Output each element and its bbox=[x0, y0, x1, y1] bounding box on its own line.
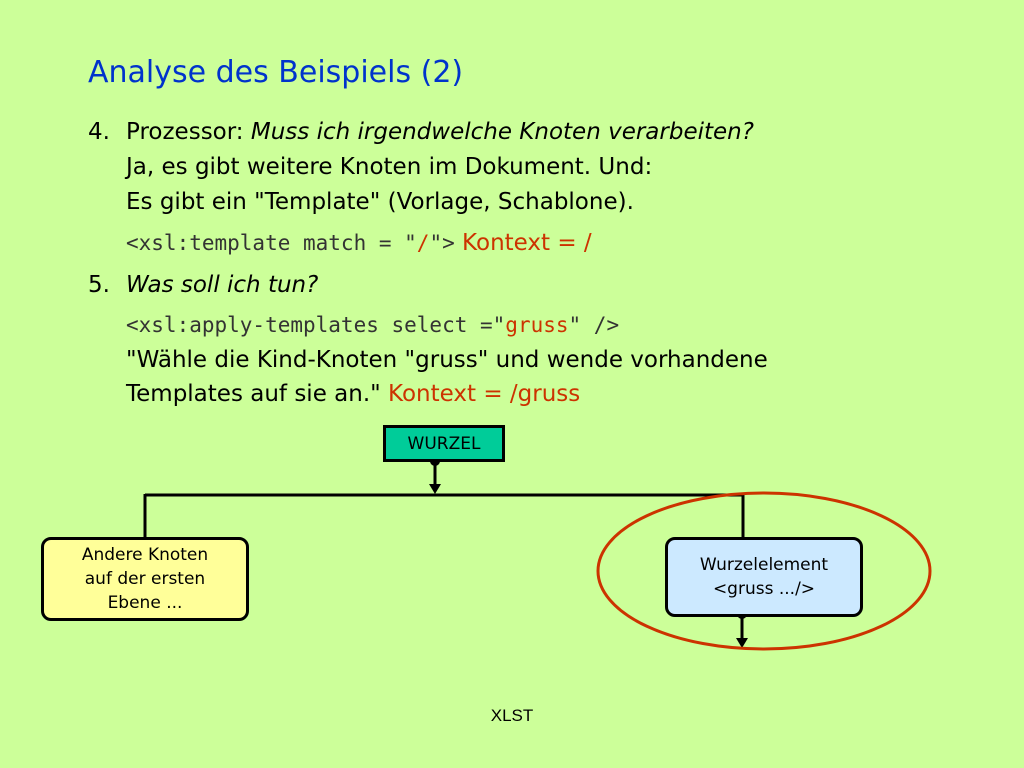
other-nodes-line-2: auf der ersten bbox=[84, 569, 206, 589]
element-connector-arrow bbox=[736, 638, 748, 648]
context-root: Kontext = / bbox=[454, 230, 592, 256]
code-apply-open: <xsl:apply-templates select =" bbox=[126, 313, 506, 337]
code-apply-select: gruss bbox=[505, 313, 569, 337]
other-nodes-line-3: Ebene ... bbox=[107, 593, 183, 613]
item-4-question: Muss ich irgendwelche Knoten verarbeiten… bbox=[250, 119, 754, 145]
item-5-explanation-1: "Wähle die Kind-Knoten "gruss" und wende… bbox=[126, 347, 768, 373]
root-element-line-1: Wurzelelement bbox=[699, 555, 829, 575]
item-5-question: Was soll ich tun? bbox=[126, 272, 319, 298]
root-connector-arrow bbox=[429, 484, 441, 494]
other-nodes-line-1: Andere Knoten bbox=[81, 545, 209, 565]
other-nodes-label: Andere Knoten auf der ersten Ebene ... bbox=[82, 543, 208, 615]
root-node-label: WURZEL bbox=[407, 433, 481, 454]
root-element-label: Wurzelelement <gruss .../> bbox=[700, 553, 828, 601]
other-nodes-box: Andere Knoten auf der ersten Ebene ... bbox=[41, 537, 249, 621]
code-apply-close: " /> bbox=[568, 313, 620, 337]
root-element-box: Wurzelelement <gruss .../> bbox=[665, 537, 863, 617]
item-5-explanation-2: Templates auf sie an." Kontext = /gruss bbox=[126, 377, 580, 411]
item-4-prefix: Prozessor: bbox=[126, 119, 251, 145]
code-template-open: <xsl:template match = " bbox=[126, 231, 417, 255]
slide-footer: XLST bbox=[490, 706, 534, 725]
item-4-number: 4. bbox=[88, 119, 110, 145]
code-apply: <xsl:apply-templates select ="gruss" /> bbox=[126, 308, 619, 342]
item-4-template-note: Es gibt ein "Template" (Vorlage, Schablo… bbox=[126, 189, 634, 215]
code-template-close: "> bbox=[429, 231, 455, 255]
slide-title: Analyse des Beispiels (2) bbox=[88, 55, 464, 90]
context-gruss: Kontext = /gruss bbox=[388, 381, 581, 407]
code-template-match: / bbox=[416, 231, 430, 255]
item-4-answer: Ja, es gibt weitere Knoten im Dokument. … bbox=[126, 154, 653, 180]
item-4-text: Prozessor: Muss ich irgendwelche Knoten … bbox=[126, 115, 754, 149]
item-5-number: 5. bbox=[88, 272, 110, 298]
item-5-explanation-text: Templates auf sie an." bbox=[126, 381, 389, 407]
code-template: <xsl:template match = "/"> Kontext = / bbox=[126, 226, 592, 260]
root-node: WURZEL bbox=[383, 425, 505, 462]
root-element-line-2: <gruss .../> bbox=[712, 579, 816, 599]
